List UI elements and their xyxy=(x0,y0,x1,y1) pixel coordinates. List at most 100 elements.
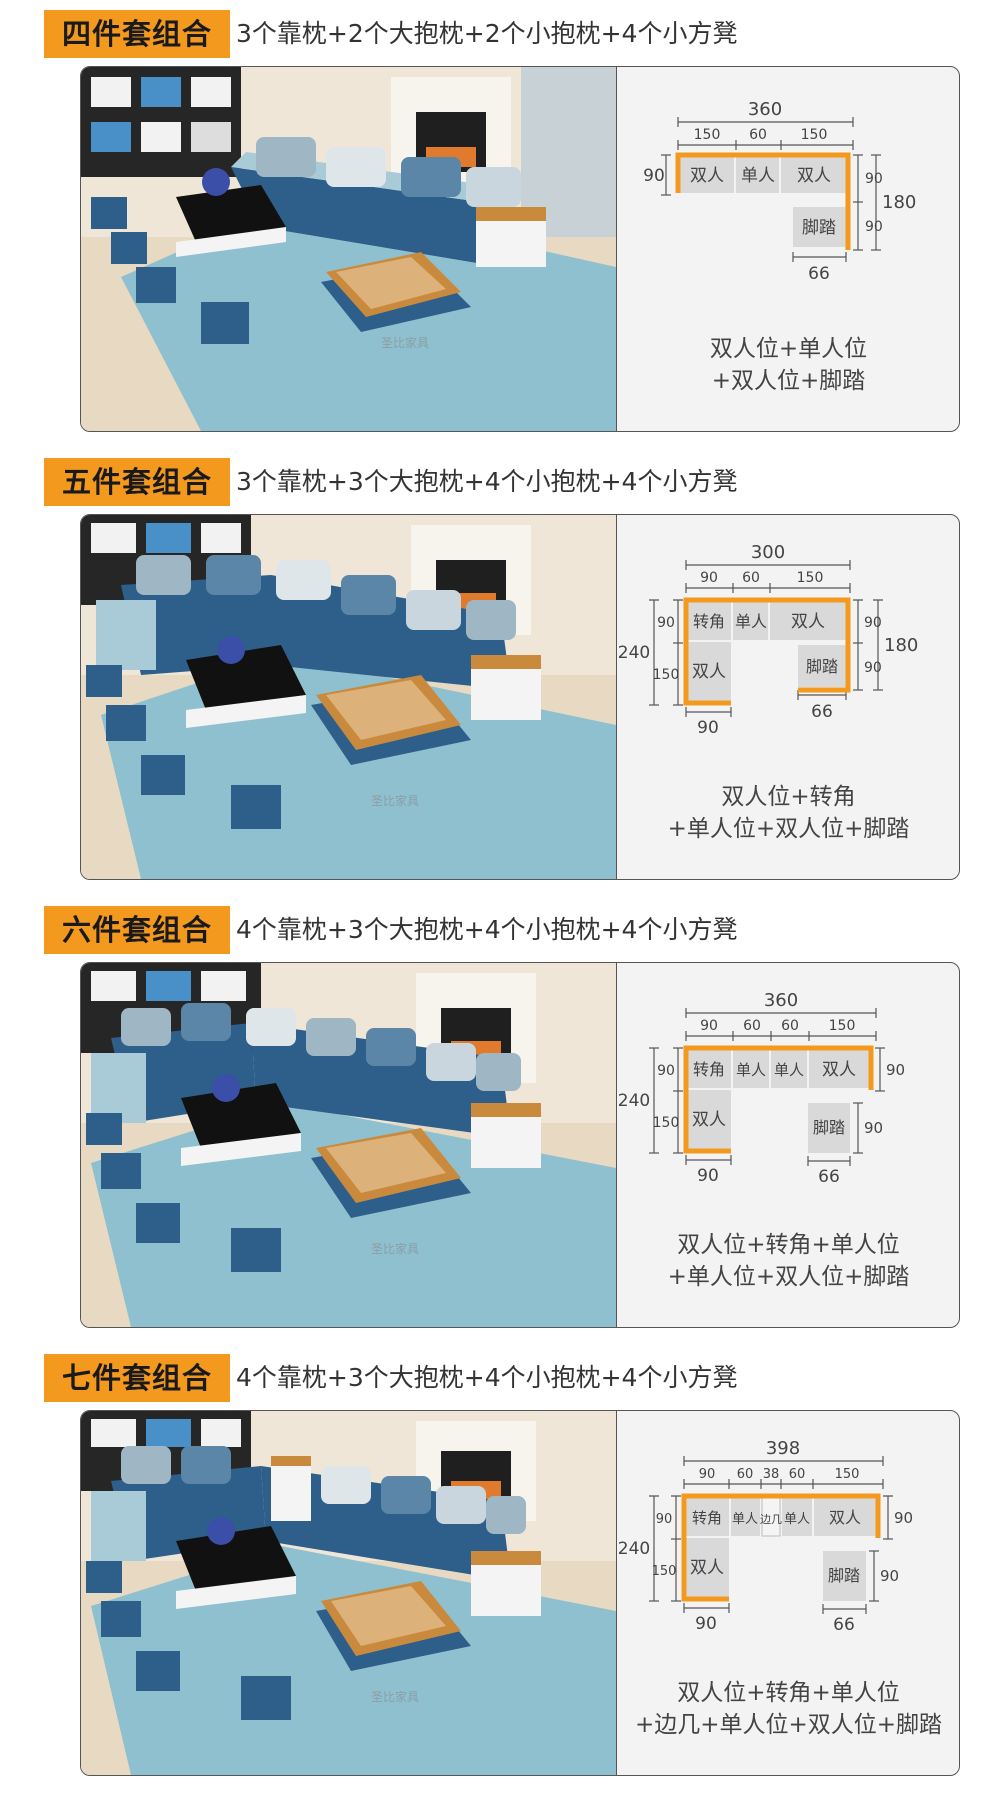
dim-right-height: 90 xyxy=(886,1061,905,1079)
combo-card: 圣比家具 360 150 60 xyxy=(80,66,960,432)
combo-caption-line1: 双人位+单人位 xyxy=(709,336,868,362)
combo-section-six: 六件套组合 4个靠枕+3个大抱枕+4个小抱枕+4个小方凳 xyxy=(0,896,990,1336)
combo-card: 圣比家具 300 xyxy=(80,514,960,880)
dim-segment: 90 xyxy=(700,1018,718,1034)
combo-caption-line2: +边几+单人位+双人位+脚踏 xyxy=(634,1712,943,1738)
dim-left-segment: 90 xyxy=(656,1512,673,1527)
combo-caption-line1: 双人位+转角+单人位 xyxy=(677,1232,900,1258)
dim-segment: 60 xyxy=(789,1467,806,1482)
section-subtitle: 3个靠枕+2个大抱枕+2个小抱枕+4个小方凳 xyxy=(236,19,738,48)
watermark: 圣比家具 xyxy=(371,1241,419,1256)
module-single: 单人 xyxy=(741,166,775,186)
combo-caption-line1: 双人位+转角 xyxy=(721,784,856,810)
module-corner: 转角 xyxy=(693,1060,725,1079)
dim-segment: 60 xyxy=(743,1018,761,1034)
dim-right-segment: 90 xyxy=(864,615,882,631)
module-double: 双人 xyxy=(791,612,825,632)
module-double: 双人 xyxy=(690,1558,724,1578)
watermark: 圣比家具 xyxy=(381,335,429,350)
section-subtitle: 3个靠枕+3个大抱枕+4个小抱枕+4个小方凳 xyxy=(236,467,738,496)
module-corner: 转角 xyxy=(692,1509,722,1527)
dim-segment: 90 xyxy=(699,1467,716,1482)
dim-footstool-height: 90 xyxy=(864,1119,883,1137)
combo-card: 圣比家具 xyxy=(80,962,960,1328)
dim-footstool-width: 66 xyxy=(811,702,833,722)
module-single: 单人 xyxy=(736,1061,766,1079)
dim-total-width: 300 xyxy=(751,542,785,563)
dim-segment: 150 xyxy=(835,1467,860,1482)
dimension-diagram: 360 90 60 60 150 240 90 150 90 90 90 66 … xyxy=(618,963,959,1327)
module-single: 单人 xyxy=(784,1512,810,1527)
combo-caption-line2: +双人位+脚踏 xyxy=(711,368,866,394)
dim-right-height: 90 xyxy=(894,1509,913,1527)
section-subtitle: 4个靠枕+3个大抱枕+4个小抱枕+4个小方凳 xyxy=(236,1363,738,1392)
dim-left-segment: 150 xyxy=(653,1115,680,1131)
section-title: 五件套组合 xyxy=(44,458,230,506)
module-side-table: 边几 xyxy=(760,1513,782,1526)
section-title: 七件套组合 xyxy=(44,1354,230,1402)
module-corner: 转角 xyxy=(693,612,725,631)
dim-segment: 150 xyxy=(694,127,721,143)
dim-segment: 150 xyxy=(829,1018,856,1034)
module-double: 双人 xyxy=(692,1110,726,1130)
module-footstool: 脚踏 xyxy=(813,1118,845,1137)
dim-left-segment: 150 xyxy=(652,1564,677,1579)
dim-segment: 90 xyxy=(700,570,718,586)
module-double: 双人 xyxy=(690,166,724,186)
dim-bottom-left: 90 xyxy=(697,1166,719,1186)
module-footstool: 脚踏 xyxy=(802,218,836,238)
dim-left-segment: 90 xyxy=(657,615,675,631)
dim-segment: 60 xyxy=(737,1467,754,1482)
product-photo: 圣比家具 xyxy=(81,67,617,431)
dim-footstool-width: 66 xyxy=(808,264,830,284)
module-footstool: 脚踏 xyxy=(806,657,838,676)
dimension-diagram: 360 150 60 150 90 90 90 180 66 双人 单人 双人 … xyxy=(618,67,959,431)
product-photo: 圣比家具 xyxy=(81,963,617,1327)
combo-caption-line1: 双人位+转角+单人位 xyxy=(677,1680,900,1706)
module-double: 双人 xyxy=(692,662,726,682)
dimension-diagram: 398 90 60 38 60 150 240 90 150 90 90 90 … xyxy=(618,1411,959,1775)
product-photo: 圣比家具 xyxy=(81,1411,617,1775)
dim-left-total: 240 xyxy=(618,1091,650,1111)
dim-footstool-width: 66 xyxy=(833,1615,855,1635)
combo-caption-line2: +单人位+双人位+脚踏 xyxy=(667,816,910,842)
dim-left-total: 240 xyxy=(618,643,650,663)
dim-right-segment: 90 xyxy=(865,171,883,187)
dim-bottom-left: 90 xyxy=(695,1614,717,1634)
dim-bottom-left: 90 xyxy=(697,718,719,738)
combo-card: 圣比家具 xyxy=(80,1410,960,1776)
module-double: 双人 xyxy=(829,1508,861,1527)
module-double: 双人 xyxy=(797,166,831,186)
dim-segment: 60 xyxy=(749,127,767,143)
dim-segment: 38 xyxy=(763,1467,780,1482)
combo-caption-line2: +单人位+双人位+脚踏 xyxy=(667,1264,910,1290)
combo-section-four: 四件套组合 3个靠枕+2个大抱枕+2个小抱枕+4个小方凳 xyxy=(0,0,990,440)
module-footstool: 脚踏 xyxy=(828,1566,860,1585)
dim-segment: 60 xyxy=(742,570,760,586)
module-single: 单人 xyxy=(774,1061,804,1079)
combo-section-five: 五件套组合 3个靠枕+3个大抱枕+4个小抱枕+4个小方凳 xyxy=(0,448,990,888)
module-single: 单人 xyxy=(732,1512,758,1527)
dim-total-width: 360 xyxy=(748,99,782,120)
dim-right-segment: 90 xyxy=(865,219,883,235)
dim-left-segment: 150 xyxy=(653,667,680,683)
dim-left-total: 240 xyxy=(618,1539,650,1559)
module-double: 双人 xyxy=(822,1060,856,1080)
section-subtitle: 4个靠枕+3个大抱枕+4个小抱枕+4个小方凳 xyxy=(236,915,738,944)
watermark: 圣比家具 xyxy=(371,793,419,808)
dim-total-width: 360 xyxy=(764,990,798,1011)
dim-left-height: 90 xyxy=(643,166,665,186)
watermark: 圣比家具 xyxy=(371,1689,419,1704)
dim-footstool-width: 66 xyxy=(818,1167,840,1187)
module-single: 单人 xyxy=(735,612,767,631)
dimension-diagram: 300 90 60 150 240 90 150 90 90 180 90 66… xyxy=(618,515,959,879)
dim-right-segment: 90 xyxy=(864,660,882,676)
dim-left-segment: 90 xyxy=(657,1063,675,1079)
product-photo: 圣比家具 xyxy=(81,515,617,879)
combo-section-seven: 七件套组合 4个靠枕+3个大抱枕+4个小抱枕+4个小方凳 xyxy=(0,1344,990,1784)
dim-right-total: 180 xyxy=(884,635,918,656)
dim-right-total: 180 xyxy=(882,192,916,213)
dim-total-width: 398 xyxy=(766,1438,800,1459)
section-title: 四件套组合 xyxy=(44,10,230,58)
dim-segment: 150 xyxy=(801,127,828,143)
